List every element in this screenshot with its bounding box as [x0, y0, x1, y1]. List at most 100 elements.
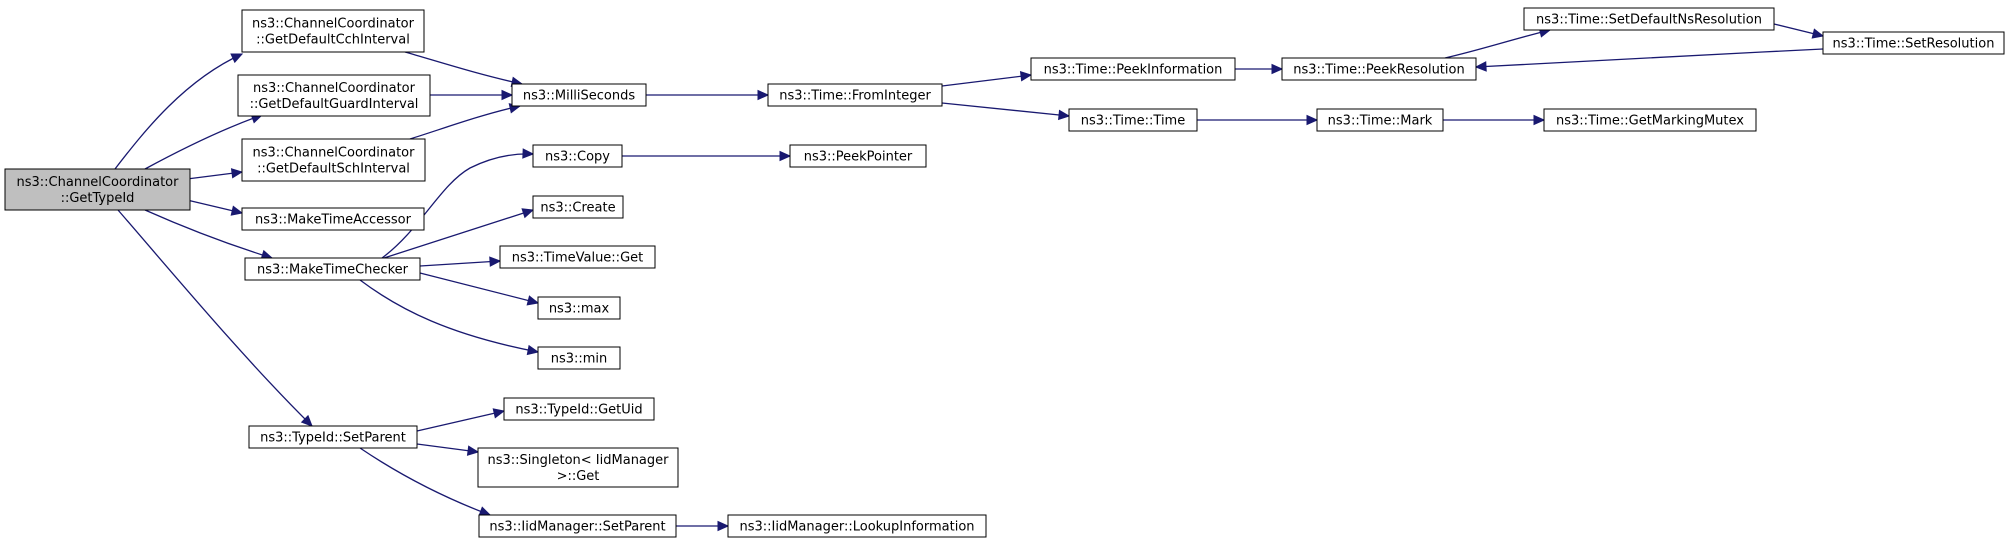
node-label: ns3::Time::PeekResolution	[1293, 63, 1464, 78]
node-timetime[interactable]: ns3::Time::Time	[1068, 108, 1198, 132]
node-singleton[interactable]: ns3::Singleton< IidManager >::Get	[477, 447, 679, 488]
node-box	[532, 195, 624, 219]
edge-fromint-to-timetime	[941, 102, 1071, 121]
node-peekres[interactable]: ns3::Time::PeekResolution	[1281, 57, 1477, 81]
edge-line	[1475, 48, 1824, 68]
node-setres[interactable]: ns3::Time::SetResolution	[1822, 31, 2005, 55]
edge-copy-to-peekptr	[622, 150, 792, 162]
node-mark[interactable]: ns3::Time::Mark	[1316, 108, 1444, 132]
edge-mark-to-mutex	[1443, 114, 1546, 126]
node-lookup[interactable]: ns3::IidManager::LookupInformation	[727, 514, 987, 538]
node-iidsetparent[interactable]: ns3::IidManager::SetParent	[478, 514, 677, 538]
node-box	[244, 257, 421, 281]
node-box	[1068, 108, 1198, 132]
edge-root-to-accessor	[186, 199, 244, 216]
edge-line	[416, 410, 505, 432]
node-label: ns3::Create	[540, 201, 615, 216]
edge-line	[941, 74, 1032, 87]
node-box	[767, 83, 943, 107]
node-label: ::GetDefaultSchInterval	[257, 162, 410, 177]
node-label: ns3::Singleton< IidManager	[487, 453, 669, 468]
edge-line	[419, 272, 539, 304]
node-box	[241, 9, 425, 53]
node-box	[1030, 57, 1236, 81]
node-checker[interactable]: ns3::MakeTimeChecker	[244, 257, 421, 281]
edge-line	[381, 153, 534, 259]
node-box	[477, 447, 679, 488]
node-label: ns3::ChannelCoordinator	[17, 175, 180, 190]
arrowhead	[1019, 71, 1033, 82]
arrowhead	[300, 414, 313, 427]
edge-line	[359, 447, 491, 516]
node-label: ns3::TypeId::GetUid	[515, 403, 642, 418]
node-box	[1822, 31, 2005, 55]
arrowhead	[1306, 114, 1319, 126]
node-box	[1281, 57, 1477, 81]
edge-peekinfo-to-peekres	[1235, 63, 1284, 75]
edge-iidsetparent-to-lookup	[676, 520, 730, 532]
node-accessor[interactable]: ns3::MakeTimeAccessor	[241, 207, 425, 231]
node-min[interactable]: ns3::min	[537, 346, 621, 370]
edge-checker-to-min	[359, 279, 540, 356]
node-label: ns3::Time::SetResolution	[1833, 37, 1995, 52]
node-label: ns3::IidManager::SetParent	[489, 520, 665, 535]
arrowhead	[717, 520, 730, 532]
node-peekinfo[interactable]: ns3::Time::PeekInformation	[1030, 57, 1236, 81]
arrowhead	[1058, 109, 1071, 121]
edge-root-to-checker	[144, 209, 274, 260]
arrowhead	[230, 168, 244, 179]
node-label: ns3::MakeTimeChecker	[257, 263, 409, 278]
edge-checker-to-max	[419, 272, 540, 306]
node-label: ns3::Time::Time	[1081, 114, 1185, 129]
node-guard[interactable]: ns3::ChannelCoordinator::GetDefaultGuard…	[237, 74, 431, 117]
node-create[interactable]: ns3::Create	[532, 195, 624, 219]
arrowhead	[779, 150, 792, 162]
node-setdefns[interactable]: ns3::Time::SetDefaultNsResolution	[1523, 7, 1775, 31]
arrowhead	[522, 148, 535, 159]
arrowhead	[489, 256, 502, 267]
node-label: ns3::Time::GetMarkingMutex	[1556, 114, 1744, 129]
arrowhead	[230, 205, 244, 216]
node-setparent[interactable]: ns3::TypeId::SetParent	[248, 425, 418, 449]
edge-guard-to-milli	[430, 89, 514, 101]
edge-line	[144, 114, 263, 170]
node-peekptr[interactable]: ns3::PeekPointer	[789, 144, 927, 168]
node-sch[interactable]: ns3::ChannelCoordinator::GetDefaultSchIn…	[241, 138, 426, 182]
edge-line	[114, 53, 243, 170]
node-box	[511, 83, 647, 107]
arrowhead	[757, 89, 770, 101]
nodes-layer: ns3::ChannelCoordinator::GetTypeIdns3::C…	[4, 7, 2005, 538]
node-mutex[interactable]: ns3::Time::GetMarkingMutex	[1543, 108, 1757, 132]
node-root[interactable]: ns3::ChannelCoordinator::GetTypeId	[4, 168, 191, 211]
node-label: ns3::PeekPointer	[804, 150, 913, 165]
arrowhead	[466, 445, 480, 456]
arrowhead	[501, 89, 514, 101]
node-label: ::GetTypeId	[61, 191, 135, 206]
node-box	[499, 245, 656, 269]
node-getuid[interactable]: ns3::TypeId::GetUid	[503, 397, 655, 421]
node-max[interactable]: ns3::max	[537, 296, 621, 320]
node-cch[interactable]: ns3::ChannelCoordinator::GetDefaultCchIn…	[241, 9, 425, 53]
node-label: ns3::IidManager::LookupInformation	[739, 520, 974, 535]
node-box	[248, 425, 418, 449]
node-box	[241, 207, 425, 231]
node-copy[interactable]: ns3::Copy	[532, 144, 623, 168]
edge-root-to-cch	[114, 53, 244, 170]
node-box	[537, 296, 621, 320]
edge-checker-to-create	[383, 208, 535, 259]
arrowhead	[1811, 28, 1825, 39]
arrowhead	[478, 506, 492, 517]
node-fromint[interactable]: ns3::Time::FromInteger	[767, 83, 943, 107]
edge-root-to-setparent	[117, 209, 313, 427]
arrowhead	[521, 208, 535, 219]
node-label: ns3::max	[549, 302, 610, 317]
edge-line	[404, 51, 523, 85]
edge-line	[941, 102, 1070, 117]
node-box	[4, 168, 191, 211]
arrowhead	[492, 408, 506, 419]
node-milli[interactable]: ns3::MilliSeconds	[511, 83, 647, 107]
node-label: ::GetDefaultCchInterval	[256, 33, 410, 48]
node-tvget[interactable]: ns3::TimeValue::Get	[499, 245, 656, 269]
node-box	[1316, 108, 1444, 132]
node-label: ns3::TypeId::SetParent	[260, 431, 406, 446]
